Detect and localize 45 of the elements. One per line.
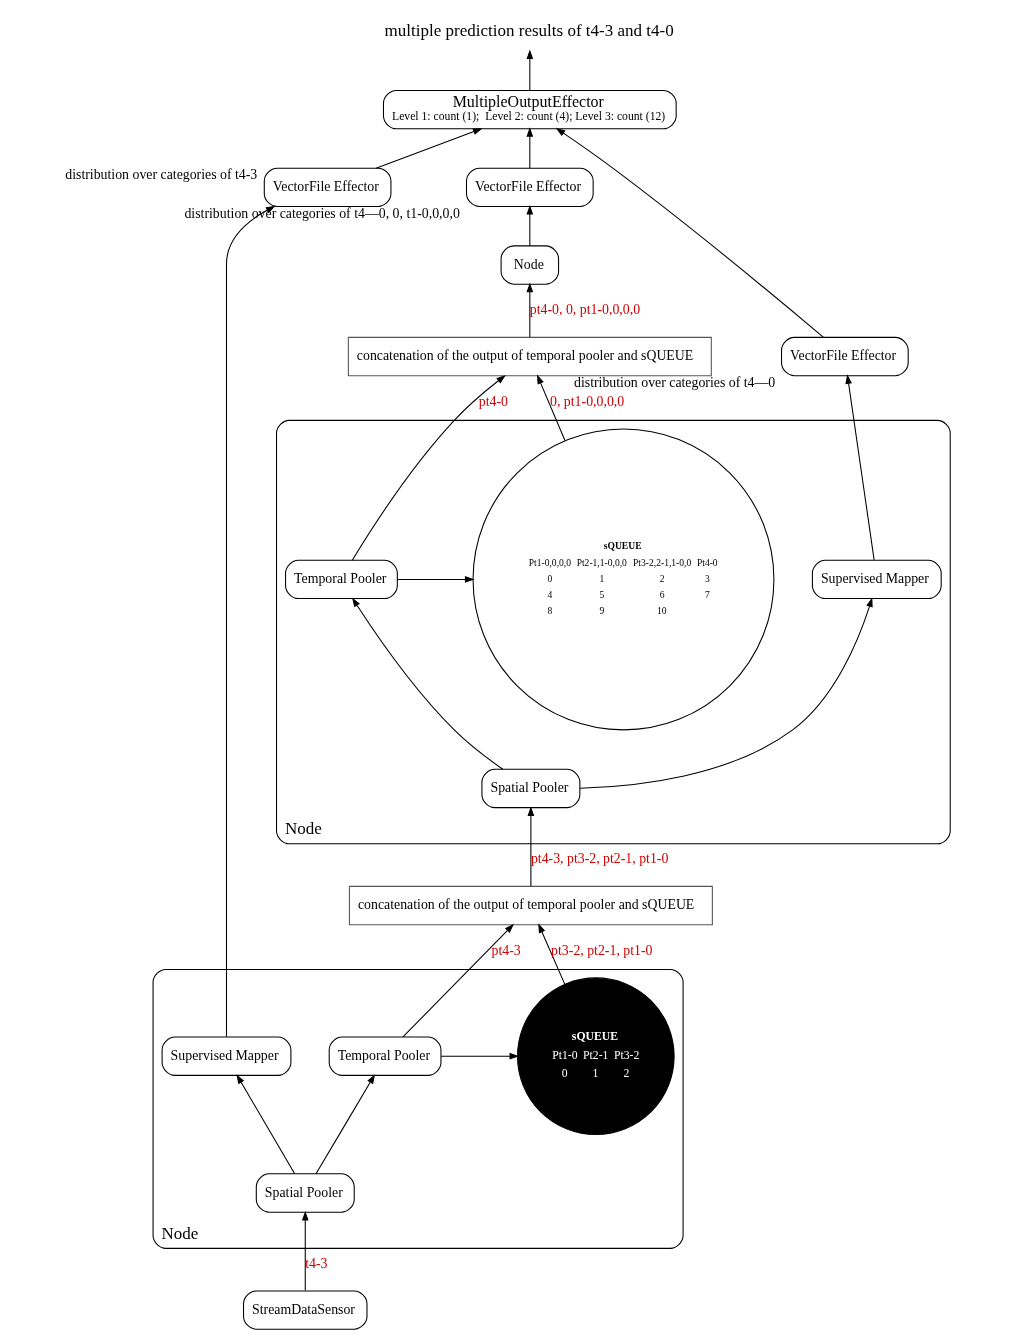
node-box: VectorFile Effector (263, 167, 392, 207)
node-label: distribution over categories of t4—0 (574, 374, 776, 390)
node-box: Spatial Pooler (481, 768, 581, 809)
arrow (351, 597, 504, 770)
node-box: Temporal Pooler (328, 1036, 442, 1076)
arrow (579, 597, 873, 789)
node-box: Spatial Pooler (255, 1173, 355, 1213)
arrow (527, 806, 535, 887)
node-box: VectorFile Effector (465, 167, 594, 207)
arrow (236, 1074, 296, 1175)
edge-label: pt4-0 (478, 393, 508, 409)
arrow (526, 127, 534, 169)
node-box: MultipleOutputEffector Level 1: count (1); Level 2: count (4); Level 3: count (12) (382, 89, 677, 130)
node-box: Node (500, 245, 560, 285)
arrow (315, 1074, 376, 1175)
edge-label: 0, pt1-0,0,0,0 (550, 393, 625, 409)
node-circle: sQUEUE Pt1-0 Pt2-1 Pt3-2 0 1 2 (516, 977, 675, 1136)
edge-label: pt4-0, 0, pt1-0,0,0,0 (529, 302, 641, 318)
node-box: Supervised Mapper (161, 1036, 292, 1076)
arrow (225, 205, 276, 1038)
node-label: distribution over categories of t4-3 (65, 167, 258, 183)
arrow (402, 923, 514, 1038)
arrow (526, 282, 534, 338)
arrow (526, 204, 534, 247)
node-text: multiple prediction results of t4-3 and t4-0 (384, 20, 674, 40)
node-circle: sQUEUE Pt1-0,0,0,0 Pt2-1,1-0,0,0 Pt3-2,2-1,1-0,0 Pt4-0 0 1 2 3 4 5 6 7 8 9 10 (472, 428, 775, 731)
node-box: concatenation of the output of temporal pooler and sQUEUE (347, 336, 712, 377)
arrow (351, 374, 506, 561)
arrow (396, 576, 475, 583)
arrow (375, 128, 483, 169)
arrow (845, 374, 875, 561)
node-box: concatenation of the output of temporal pooler and sQUEUE (348, 885, 713, 926)
arrow (537, 374, 566, 441)
edge-label: pt3-2, pt2-1, pt1-0 (551, 942, 653, 958)
arrow (538, 923, 566, 985)
arrow (440, 1052, 520, 1060)
edge-label: pt4-3, pt3-2, pt2-1, pt1-0 (530, 851, 669, 867)
node-box: Temporal Pooler (285, 559, 398, 600)
arrow (555, 127, 825, 338)
node-box: StreamDataSensor (243, 1290, 368, 1330)
node-box: Supervised Mapper (811, 559, 942, 600)
arrow (526, 49, 534, 91)
node-box: VectorFile Effector (781, 336, 909, 377)
edge-label: pt4-3 (491, 942, 521, 958)
arrow (301, 1210, 309, 1292)
